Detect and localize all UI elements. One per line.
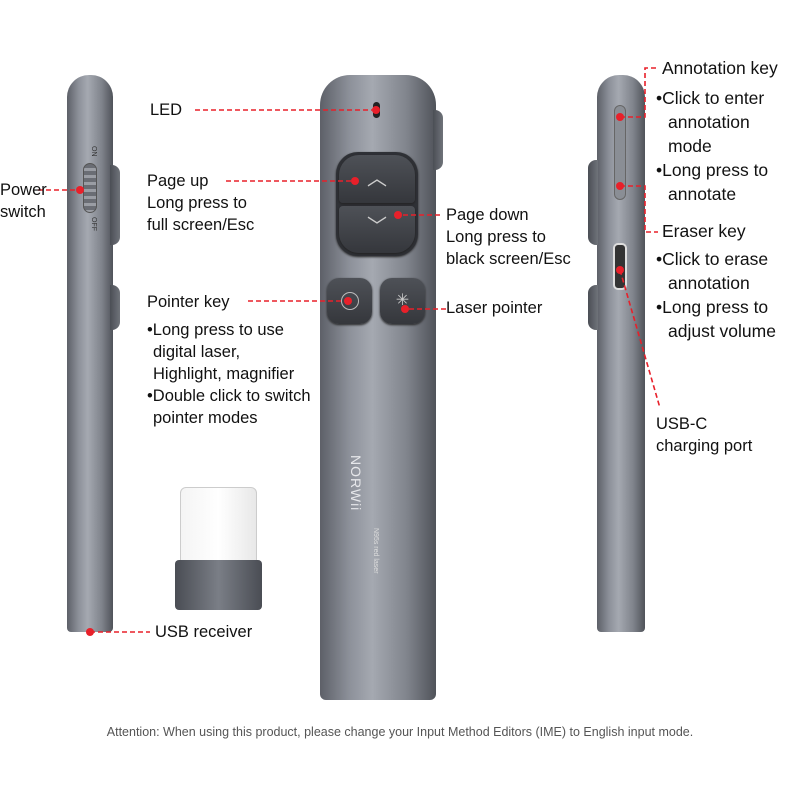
chevron-up-icon: ︿ [367,168,387,190]
led-label: LED [150,101,183,119]
laser-pointer-button[interactable]: ✳ [380,278,425,324]
attention-footer: Attention: When using this product, plea… [106,725,694,739]
annotation-key-label: Annotation key [662,58,778,78]
power-switch[interactable] [83,163,97,213]
pointer-key-label: Pointer key [147,293,230,311]
side-button [110,285,120,330]
usb-receiver-label: USB receiver [155,623,253,641]
eraser-key-label: Eraser key [662,221,746,241]
pointer-icon [341,292,359,310]
chevron-down-icon: ﹀ [367,216,387,238]
side-button [110,165,120,245]
side-button [433,110,443,170]
laser-icon: ✳ [395,292,410,309]
side-button [588,285,598,330]
usb-receiver-body [175,560,262,610]
annotation-eraser-rocker[interactable] [614,105,626,200]
page-down-button[interactable]: ﹀ [339,206,415,253]
side-button [588,160,598,245]
laser-pointer-label: Laser pointer [446,299,543,317]
